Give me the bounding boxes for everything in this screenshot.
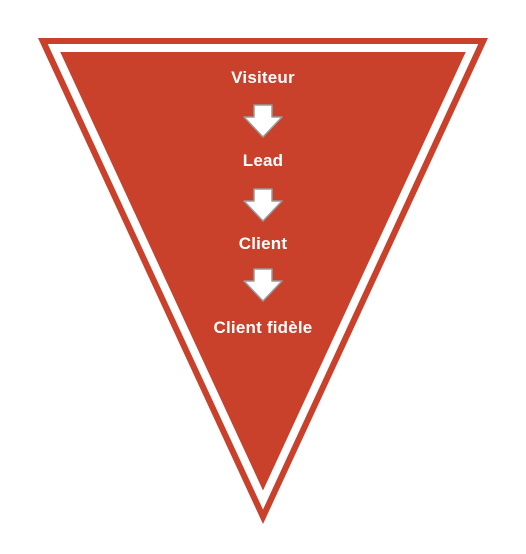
down-arrow-icon bbox=[243, 268, 283, 302]
down-arrow-icon bbox=[243, 188, 283, 222]
stage-lead: Lead bbox=[242, 151, 284, 170]
stage-visiteur: Visiteur bbox=[231, 68, 295, 87]
down-arrow-icon bbox=[243, 104, 283, 138]
stage-client: Client bbox=[238, 234, 288, 253]
stage-client-fidele: Client fidèle bbox=[213, 318, 313, 337]
funnel-inner-outline bbox=[47, 44, 479, 510]
